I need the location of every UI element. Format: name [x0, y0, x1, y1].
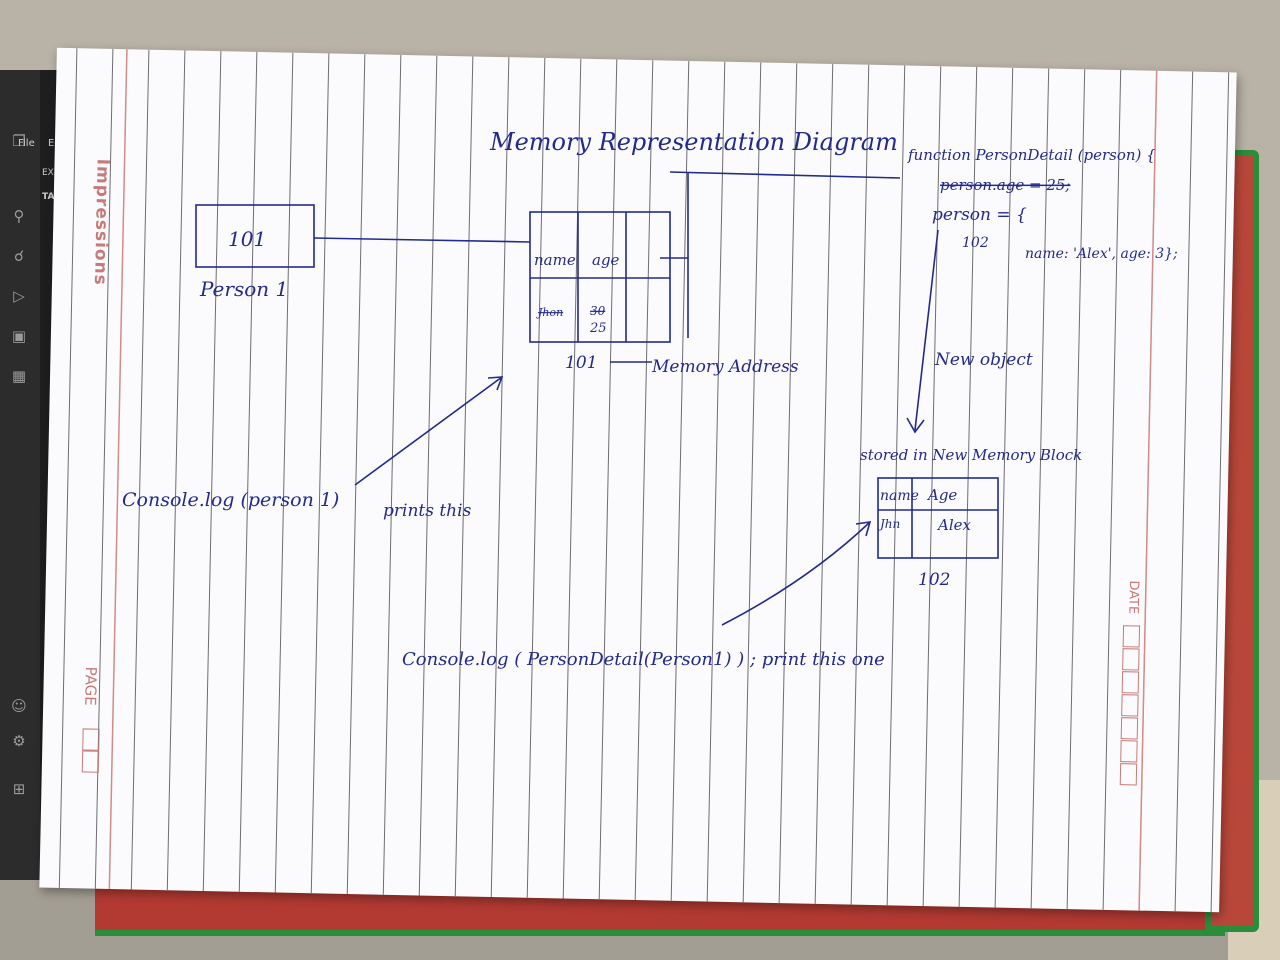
ruled-line: [1210, 72, 1230, 913]
margin-line: [1138, 70, 1158, 911]
ruled-line: [634, 60, 654, 901]
ruled-line: [1066, 69, 1086, 910]
table1-header-age: age: [592, 251, 620, 269]
title-underline: [669, 171, 901, 179]
object-literal: name: 'Alex', age: 3};: [1025, 246, 1178, 262]
ruled-line: [994, 67, 1014, 908]
ruled-line: [886, 65, 906, 906]
remote-explorer-icon[interactable]: ▣: [11, 327, 27, 345]
ruled-line: [850, 64, 870, 905]
ruled-line: [922, 66, 942, 907]
ruled-line: [238, 51, 258, 892]
ruled-line: [382, 54, 402, 895]
margin-line: [108, 49, 128, 890]
arrow-head: [487, 376, 504, 391]
table1-address: 101: [565, 353, 597, 373]
ruled-line: [274, 52, 294, 893]
ruled-line: [526, 57, 546, 898]
ruled-line: [598, 59, 618, 900]
ruled-line: [1174, 71, 1194, 912]
reference-line: [313, 237, 531, 243]
table2-address: 102: [918, 570, 950, 590]
function-line: function PersonDetail (person) {: [907, 146, 1156, 164]
console-person1: Console.log (person 1): [122, 489, 339, 511]
menu-file[interactable]: File: [18, 138, 35, 149]
bracket-arrow: [660, 257, 689, 338]
console-persondetail: Console.log ( PersonDetail(Person1) ) ; …: [402, 649, 885, 670]
arrow-head: [855, 521, 872, 537]
memory-table-2: [877, 477, 999, 559]
vscode-activity-bar: ❐ ⚲ ☌ ▷ ▣ ▦ ☺ ⚙ ⊞: [0, 70, 40, 900]
person1-label: Person 1: [199, 277, 288, 301]
table1-name-value: Jhon: [536, 306, 563, 319]
table2-header-age: Age: [926, 486, 957, 504]
new-object-arrow: [914, 229, 939, 431]
prints-this: prints this: [383, 501, 472, 521]
person1-box: [195, 204, 315, 268]
ruled-line: [814, 63, 834, 904]
ruled-line: [562, 58, 582, 899]
ruled-line: [346, 54, 366, 895]
memory-table-1: [529, 211, 671, 343]
ruled-lines: [58, 48, 1230, 913]
print-arrow: [721, 521, 871, 626]
ruled-line: [310, 53, 330, 894]
account-icon[interactable]: ☺: [11, 697, 27, 715]
table2-name-value: Jhn: [877, 517, 900, 531]
notebook-page: Impressions PAGE DATE: [39, 47, 1237, 913]
diagram-title: Memory Representation Diagram: [489, 128, 898, 156]
ruled-line: [1102, 70, 1122, 910]
ruled-line: [418, 55, 438, 896]
memory-address-label: Memory Address: [651, 357, 799, 377]
age-assignment: person.age = 25;: [940, 176, 1070, 194]
run-debug-icon[interactable]: ▷: [13, 287, 25, 305]
ruled-line: [706, 61, 726, 902]
ruled-line: [58, 48, 78, 888]
arrow-head: [906, 417, 925, 434]
windows-start-icon[interactable]: ⊞: [12, 780, 26, 798]
person1-address: 101: [228, 227, 266, 251]
ruled-line: [166, 50, 186, 891]
ruled-line: [742, 62, 762, 903]
table2-age-value: Alex: [936, 516, 972, 534]
files-icon[interactable]: ❐: [12, 132, 26, 150]
table1-header-name: name: [534, 251, 576, 269]
new-object-label: New object: [934, 350, 1033, 370]
search-icon[interactable]: ⚲: [13, 207, 25, 225]
ruled-line: [454, 56, 474, 897]
stored-block-label: stored in New Memory Block: [860, 446, 1082, 464]
ruled-line: [490, 57, 510, 898]
ruled-line: [958, 66, 978, 907]
ruled-line: [130, 49, 150, 890]
settings-gear-icon[interactable]: ⚙: [12, 732, 26, 750]
extensions-icon[interactable]: ▦: [11, 367, 27, 385]
table2-header-name: name: [880, 488, 919, 504]
person-assign: person = {: [932, 205, 1027, 225]
table1-age-value: 25: [589, 321, 607, 336]
table1-age-old: 30: [590, 304, 606, 318]
ruled-line: [202, 51, 222, 891]
source-control-icon[interactable]: ☌: [13, 247, 25, 265]
prints-arrow: [354, 376, 503, 486]
new-person-address: 102: [962, 235, 989, 251]
ruled-line: [1030, 68, 1050, 909]
ruled-line: [94, 48, 114, 889]
ruled-line: [670, 60, 690, 901]
ruled-line: [778, 63, 798, 904]
